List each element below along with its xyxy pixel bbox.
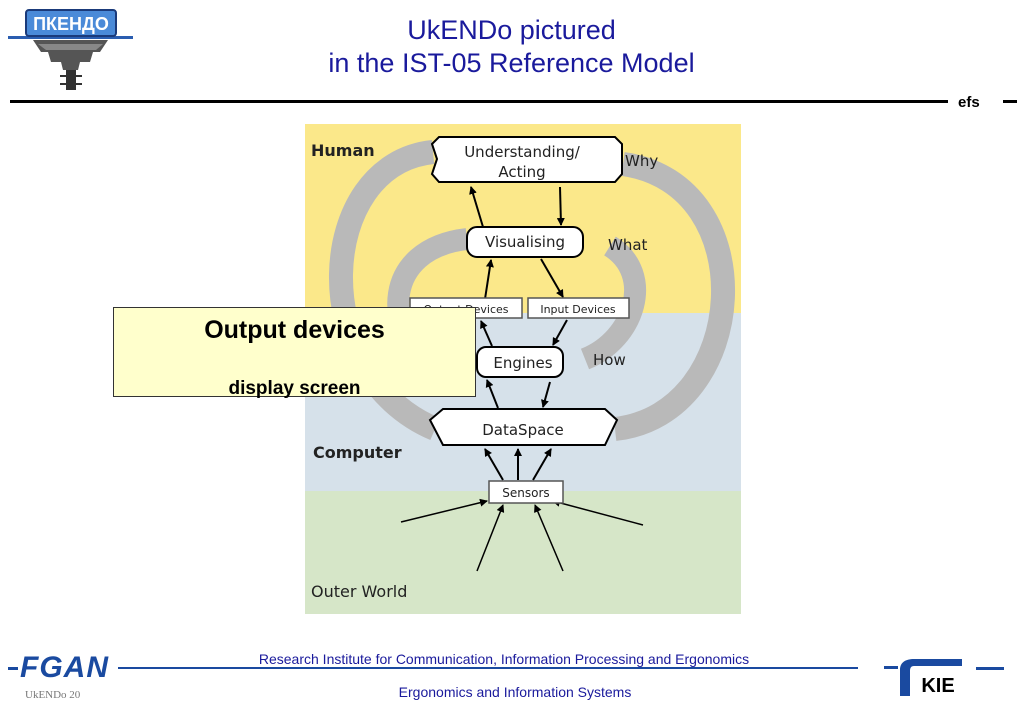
svg-text:Understanding/: Understanding/ (464, 143, 581, 161)
loop-label-how: How (593, 351, 626, 369)
svg-text:KIE: KIE (921, 675, 954, 697)
node-engines: Engines (476, 346, 564, 378)
ukendo-logo: ПКЕНДО (8, 9, 133, 90)
zone-label-human: Human (311, 141, 375, 160)
svg-text:ПКЕНДО: ПКЕНДО (33, 14, 109, 34)
node-input-devices: Input Devices (527, 297, 630, 319)
footer-rule-left (8, 667, 18, 670)
title-line-1: UkENDo pictured (407, 15, 616, 45)
loop-label-why: Why (625, 152, 658, 170)
kie-logo: KIE (884, 659, 962, 697)
footer-rule (118, 667, 858, 669)
footer-department: Ergonomics and Information Systems (398, 684, 632, 700)
what-loop-right (580, 236, 646, 370)
svg-text:Acting: Acting (498, 163, 545, 181)
author-initials: efs (958, 94, 980, 111)
slide-number: UkENDo 20 (25, 689, 81, 701)
header-rule (10, 100, 948, 103)
zone-label-outer-world: Outer World (311, 582, 407, 601)
svg-text:Visualising: Visualising (485, 233, 565, 251)
node-dataspace: DataSpace (428, 408, 619, 446)
header-rule-end (1003, 100, 1017, 103)
callout-subtitle: display screen (228, 378, 361, 399)
node-understanding-acting: Understanding/ Acting (430, 136, 623, 183)
node-visualising: Visualising (466, 226, 584, 258)
fgan-logo: FGAN (20, 651, 109, 684)
svg-text:DataSpace: DataSpace (482, 421, 564, 439)
why-loop-right (613, 152, 736, 441)
loop-label-what: What (608, 236, 648, 254)
footer-rule-right (976, 667, 1004, 670)
svg-text:Input Devices: Input Devices (540, 303, 616, 316)
outer-world-zone (305, 491, 741, 614)
node-sensors: Sensors (488, 480, 564, 504)
ist-reference-model-diagram: Human Computer Outer World Why What How … (305, 124, 741, 614)
slide-title: UkENDo pictured in the IST-05 Reference … (0, 14, 1023, 80)
callout-title: Output devices (204, 316, 385, 344)
footer-institute: Research Institute for Communication, In… (258, 651, 750, 667)
svg-text:Engines: Engines (493, 354, 552, 372)
output-devices-callout: Output devices display screen (113, 307, 476, 399)
why-loop-left (329, 140, 440, 441)
svg-text:Sensors: Sensors (502, 486, 549, 500)
title-line-2: in the IST-05 Reference Model (328, 48, 695, 78)
zone-label-computer: Computer (313, 443, 402, 462)
